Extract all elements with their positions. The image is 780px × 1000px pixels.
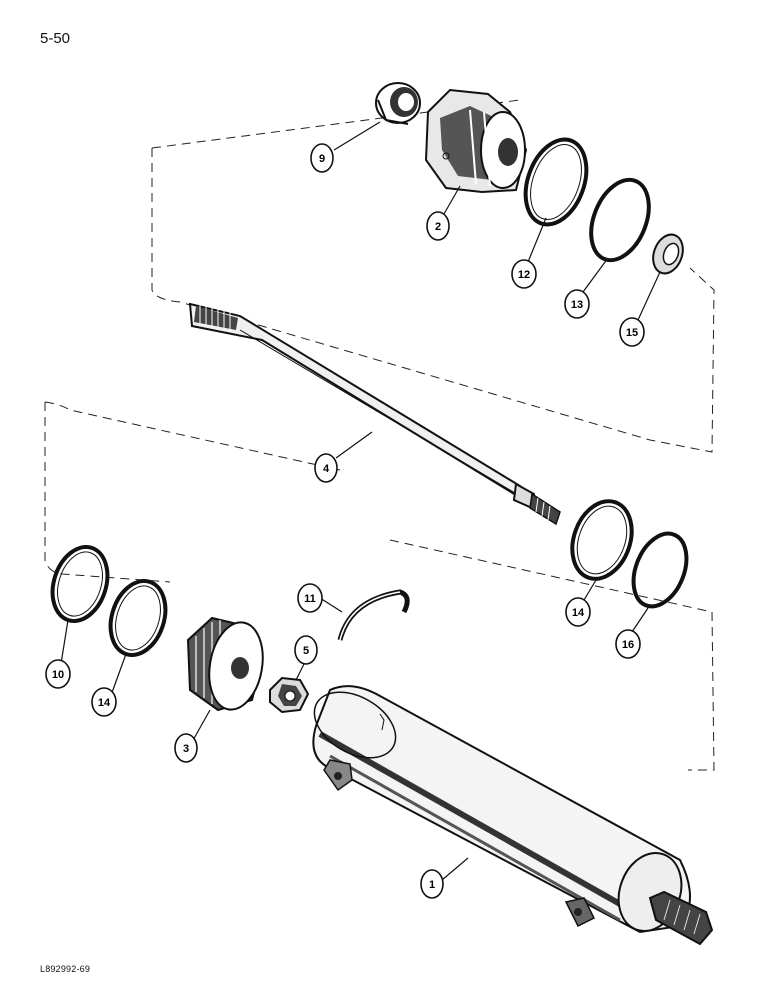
svg-text:5: 5 [303, 645, 309, 657]
svg-text:14: 14 [572, 607, 585, 619]
leader-lines [59, 121, 661, 881]
callout-15: 15 [619, 317, 645, 347]
callout-14-right: 14 [565, 597, 591, 627]
back-up-ring-14-right [570, 499, 634, 581]
svg-text:12: 12 [518, 269, 530, 281]
svg-text:10: 10 [52, 669, 64, 681]
callout-11: 11 [297, 583, 323, 613]
callout-12: 12 [511, 259, 537, 289]
svg-text:11: 11 [304, 593, 316, 605]
svg-text:1: 1 [429, 879, 435, 891]
svg-text:4: 4 [323, 463, 330, 475]
rod-seal-15 [652, 233, 684, 275]
svg-text:13: 13 [571, 299, 583, 311]
callout-13: 13 [564, 289, 590, 319]
page-number: 5-50 [40, 30, 71, 47]
svg-text:14: 14 [98, 697, 111, 709]
callout-3: 3 [174, 733, 198, 763]
o-ring-16 [631, 531, 689, 609]
wear-ring-10 [50, 544, 110, 624]
svg-text:3: 3 [183, 743, 189, 755]
figure-code: L892992-69 [40, 964, 91, 974]
cylinder-barrel-part [312, 685, 714, 946]
o-ring-13 [589, 177, 651, 263]
callout-14-left: 14 [91, 687, 117, 717]
lower-group-outline [44, 401, 715, 771]
callout-9: 9 [310, 143, 334, 173]
svg-text:15: 15 [626, 327, 638, 339]
lock-nut-5 [269, 676, 310, 714]
gland-part [424, 88, 528, 194]
callout-16: 16 [615, 629, 641, 659]
callout-1: 1 [420, 869, 444, 899]
svg-text:2: 2 [435, 221, 441, 233]
wiper-seal-part [375, 82, 421, 125]
back-up-ring-12 [523, 137, 589, 227]
piston-part [186, 616, 264, 712]
upper-group-outline [151, 99, 715, 453]
callout-5: 5 [294, 635, 318, 665]
callout-4: 4 [314, 453, 338, 483]
svg-text:9: 9 [319, 153, 325, 165]
piston-rod-part [188, 302, 561, 526]
callout-10: 10 [45, 659, 71, 689]
back-up-ring-14-left [108, 578, 168, 658]
svg-text:16: 16 [622, 639, 634, 651]
callout-2: 2 [426, 211, 450, 241]
